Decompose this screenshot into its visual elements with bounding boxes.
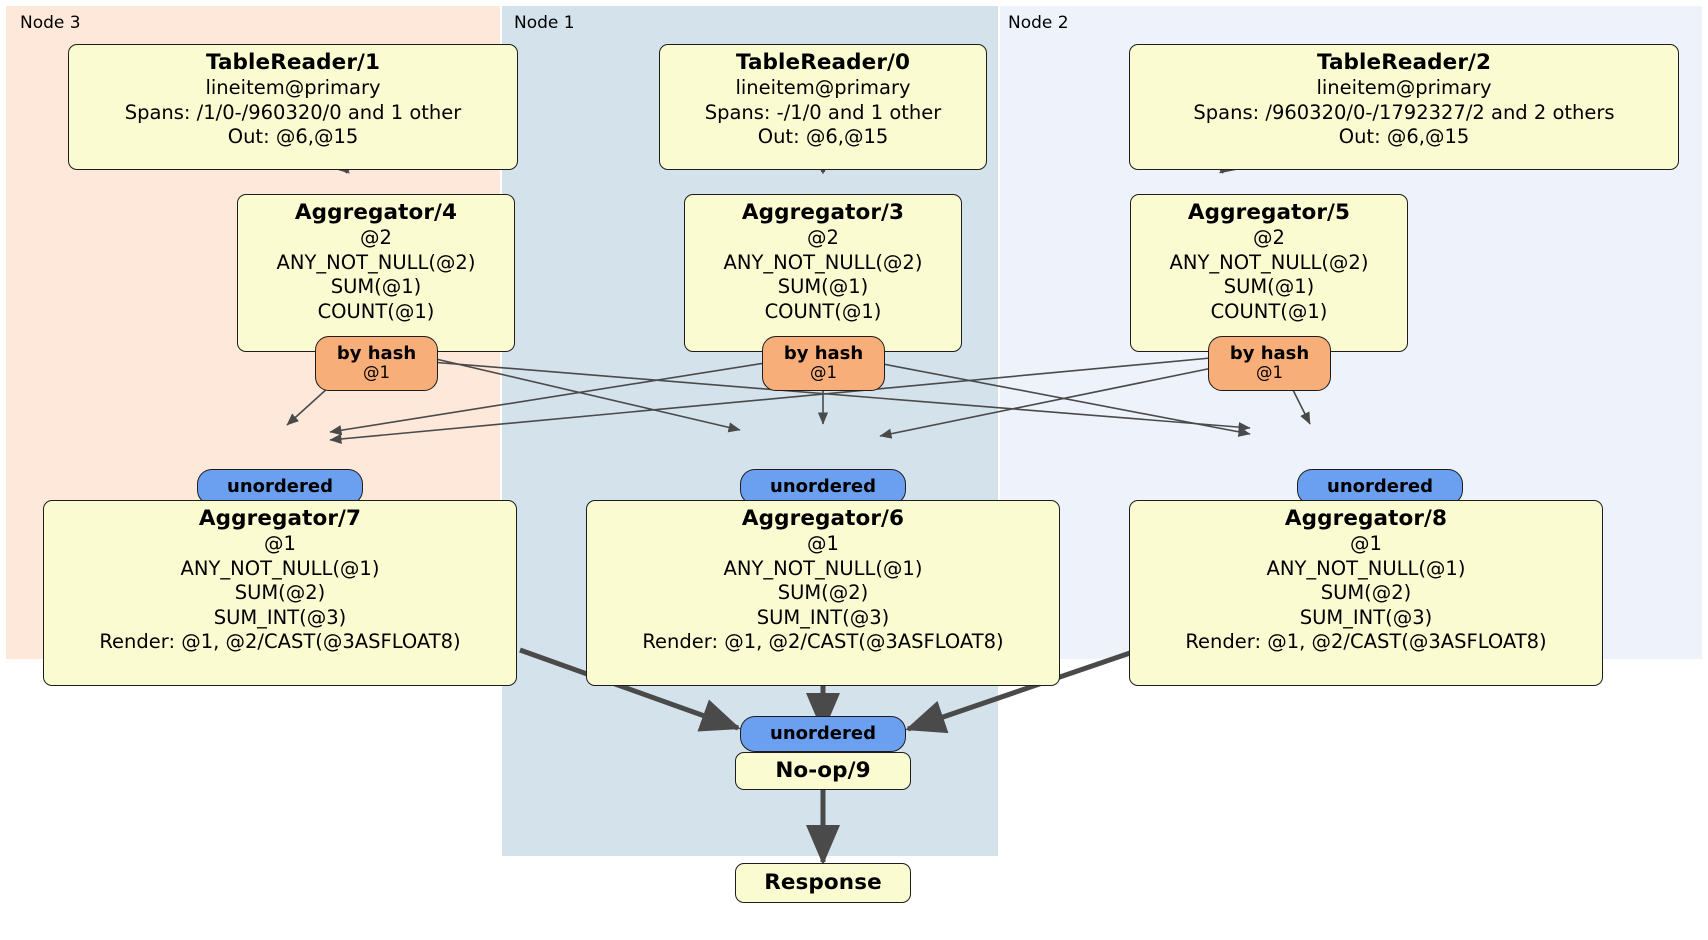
- processor-table-reader-1[interactable]: TableReader/1 lineitem@primary Spans: /1…: [68, 44, 518, 170]
- processor-line: SUM(@2): [777, 581, 869, 605]
- processor-response[interactable]: Response: [735, 863, 911, 903]
- processor-title: Aggregator/7: [198, 506, 362, 531]
- processor-line: SUM(@1): [1223, 275, 1315, 299]
- processor-aggregator-7[interactable]: Aggregator/7 @1 ANY_NOT_NULL(@1) SUM(@2)…: [43, 500, 517, 686]
- processor-line: ANY_NOT_NULL(@1): [180, 556, 380, 580]
- sync-badge-unordered-center[interactable]: unordered: [740, 469, 906, 505]
- processor-line: lineitem@primary: [1316, 76, 1492, 100]
- processor-line: ANY_NOT_NULL(@2): [276, 250, 476, 274]
- processor-line: COUNT(@1): [317, 299, 435, 323]
- processor-title: Aggregator/4: [294, 200, 458, 225]
- router-badge-label: by hash: [783, 343, 864, 365]
- processor-line: SUM_INT(@3): [213, 605, 347, 629]
- processor-line: @2: [807, 226, 839, 250]
- processor-title: No-op/9: [775, 757, 871, 783]
- sync-badge-label: unordered: [770, 476, 876, 498]
- processor-line: ANY_NOT_NULL(@1): [723, 556, 923, 580]
- processor-line: @1: [807, 532, 839, 556]
- processor-line: Spans: /960320/0-/1792327/2 and 2 others: [1193, 100, 1615, 124]
- router-badge-label: by hash: [336, 343, 417, 365]
- node-panel-label-node2: Node 2: [1008, 13, 1069, 33]
- sync-badge-unordered-final[interactable]: unordered: [740, 716, 906, 752]
- processor-line: SUM_INT(@3): [1299, 605, 1433, 629]
- processor-line: COUNT(@1): [1210, 299, 1328, 323]
- processor-line: Out: @6,@15: [757, 125, 889, 149]
- processor-table-reader-2[interactable]: TableReader/2 lineitem@primary Spans: /9…: [1129, 44, 1679, 170]
- router-badge-column: @1: [1256, 362, 1283, 382]
- processor-line: Out: @6,@15: [227, 125, 359, 149]
- processor-aggregator-6[interactable]: Aggregator/6 @1 ANY_NOT_NULL(@1) SUM(@2)…: [586, 500, 1060, 686]
- node-panel-label-node3: Node 3: [20, 13, 81, 33]
- sync-badge-label: unordered: [1327, 476, 1433, 498]
- processor-line: ANY_NOT_NULL(@2): [723, 250, 923, 274]
- node-panel-label-node1: Node 1: [514, 13, 575, 33]
- processor-aggregator-3[interactable]: Aggregator/3 @2 ANY_NOT_NULL(@2) SUM(@1)…: [684, 194, 962, 352]
- processor-line: COUNT(@1): [764, 299, 882, 323]
- processor-aggregator-8[interactable]: Aggregator/8 @1 ANY_NOT_NULL(@1) SUM(@2)…: [1129, 500, 1603, 686]
- processor-table-reader-0[interactable]: TableReader/0 lineitem@primary Spans: -/…: [659, 44, 987, 170]
- processor-title: Aggregator/6: [741, 506, 905, 531]
- processor-line: SUM_INT(@3): [756, 605, 890, 629]
- processor-title: TableReader/1: [205, 50, 381, 75]
- router-badge-by-hash-right[interactable]: by hash @1: [1208, 336, 1331, 391]
- processor-title: TableReader/2: [1316, 50, 1492, 75]
- processor-line: Render: @1, @2/CAST(@3ASFLOAT8): [99, 630, 461, 654]
- processor-line: @1: [264, 532, 296, 556]
- processor-line: @1: [1350, 532, 1382, 556]
- processor-line: lineitem@primary: [205, 76, 381, 100]
- sync-badge-label: unordered: [770, 723, 876, 745]
- processor-line: ANY_NOT_NULL(@1): [1266, 556, 1466, 580]
- processor-title: Aggregator/5: [1187, 200, 1351, 225]
- processor-line: SUM(@2): [234, 581, 326, 605]
- processor-title: TableReader/0: [735, 50, 911, 75]
- processor-title: Aggregator/3: [741, 200, 905, 225]
- router-badge-by-hash-left[interactable]: by hash @1: [315, 336, 438, 391]
- router-badge-by-hash-center[interactable]: by hash @1: [762, 336, 885, 391]
- processor-line: SUM(@1): [777, 275, 869, 299]
- router-badge-label: by hash: [1229, 343, 1310, 365]
- processor-line: lineitem@primary: [735, 76, 911, 100]
- sync-badge-label: unordered: [227, 476, 333, 498]
- sync-badge-unordered-left[interactable]: unordered: [197, 469, 363, 505]
- processor-line: Spans: -/1/0 and 1 other: [704, 100, 942, 124]
- processor-line: Out: @6,@15: [1338, 125, 1470, 149]
- processor-aggregator-4[interactable]: Aggregator/4 @2 ANY_NOT_NULL(@2) SUM(@1)…: [237, 194, 515, 352]
- processor-line: SUM(@2): [1320, 581, 1412, 605]
- sync-badge-unordered-right[interactable]: unordered: [1297, 469, 1463, 505]
- processor-line: ANY_NOT_NULL(@2): [1169, 250, 1369, 274]
- processor-line: Spans: /1/0-/960320/0 and 1 other: [124, 100, 462, 124]
- router-badge-column: @1: [810, 362, 837, 382]
- processor-title: Aggregator/8: [1284, 506, 1448, 531]
- processor-line: Render: @1, @2/CAST(@3ASFLOAT8): [642, 630, 1004, 654]
- processor-line: Render: @1, @2/CAST(@3ASFLOAT8): [1185, 630, 1547, 654]
- router-badge-column: @1: [363, 362, 390, 382]
- processor-line: SUM(@1): [330, 275, 422, 299]
- processor-no-op-9[interactable]: No-op/9: [735, 752, 911, 790]
- processor-title: Response: [764, 869, 882, 895]
- processor-line: @2: [360, 226, 392, 250]
- processor-line: @2: [1253, 226, 1285, 250]
- processor-aggregator-5[interactable]: Aggregator/5 @2 ANY_NOT_NULL(@2) SUM(@1)…: [1130, 194, 1408, 352]
